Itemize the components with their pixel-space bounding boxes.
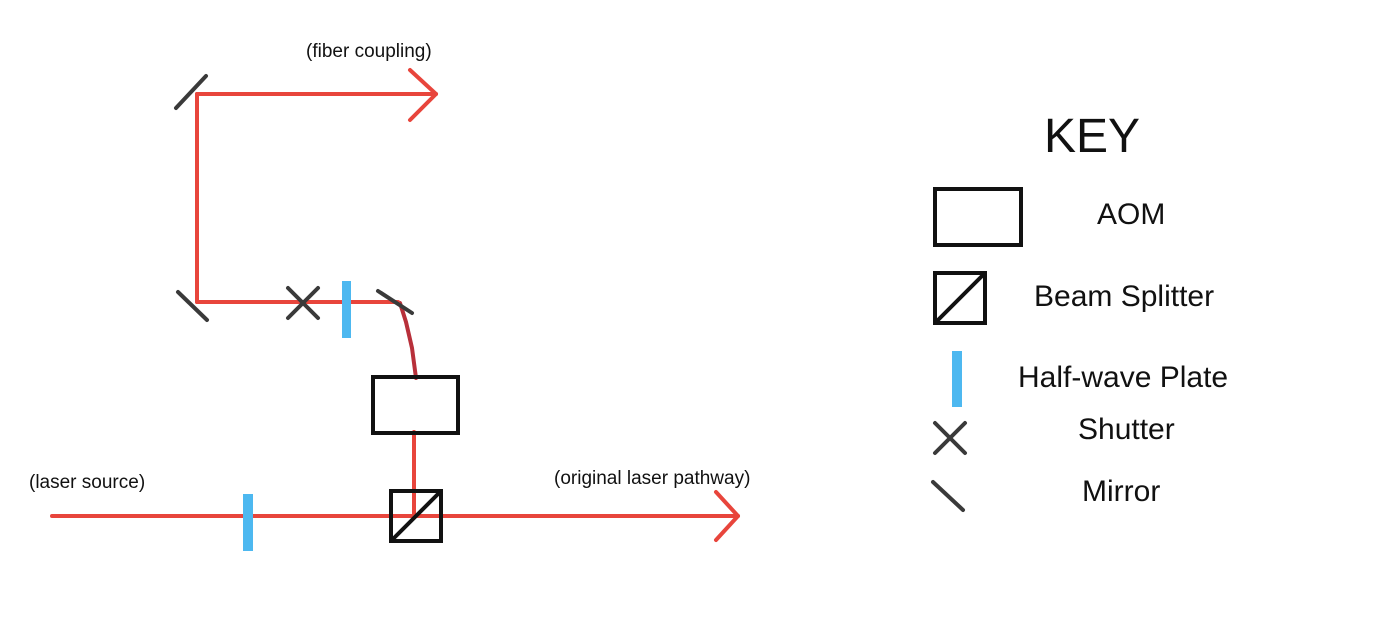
mirror-right bbox=[376, 289, 414, 315]
beam-paths bbox=[50, 68, 740, 542]
beam-fiber-arrowhead bbox=[408, 68, 438, 122]
beam-original-arrowhead bbox=[714, 490, 740, 542]
shutter-icon bbox=[933, 421, 967, 455]
label-laser-source: (laser source) bbox=[29, 472, 145, 493]
label-fiber-coupling: (fiber coupling) bbox=[306, 41, 432, 62]
legend-label-mirror: Mirror bbox=[1082, 475, 1160, 508]
beam-splitter bbox=[389, 489, 443, 543]
beam-splitter-icon bbox=[933, 271, 987, 325]
legend-label-aom: AOM bbox=[1097, 198, 1165, 231]
mirror-icon bbox=[931, 480, 965, 512]
half-wave-plate-icon bbox=[952, 351, 962, 407]
label-original-pathway: (original laser pathway) bbox=[554, 468, 750, 489]
legend-label-beam-splitter: Beam Splitter bbox=[1034, 280, 1214, 313]
aom-box bbox=[371, 375, 460, 435]
beam-aom-to-mirror bbox=[398, 301, 418, 380]
legend: KEY AOM Beam Splitter Half-wave Plate Sh… bbox=[931, 110, 1228, 512]
aom-box-icon bbox=[933, 187, 1023, 247]
legend-title: KEY bbox=[1044, 110, 1140, 163]
legend-label-shutter: Shutter bbox=[1078, 413, 1175, 446]
mirror-bottom-left bbox=[176, 290, 209, 322]
legend-label-half-wave-plate: Half-wave Plate bbox=[1018, 361, 1228, 394]
half-wave-plate-lower bbox=[243, 494, 253, 551]
mirror-top-left bbox=[174, 74, 208, 110]
shutter bbox=[286, 286, 320, 320]
half-wave-plate-upper bbox=[342, 281, 351, 338]
components bbox=[174, 74, 460, 551]
